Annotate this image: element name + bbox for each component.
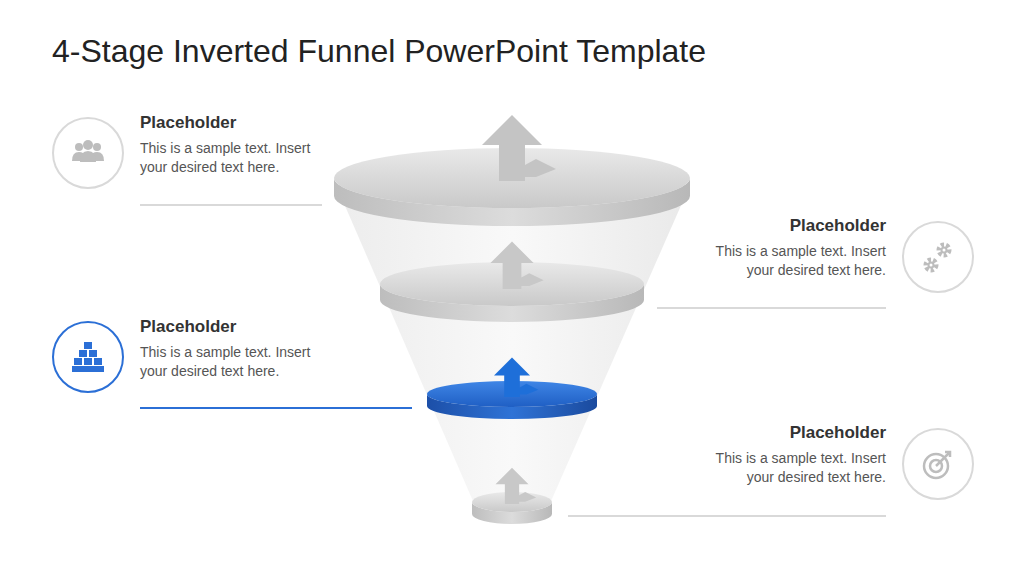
funnel-cone [336, 185, 690, 508]
placeholder-body: This is a sample text. Insert your desir… [686, 449, 886, 487]
leader-line [568, 515, 886, 517]
boxes-icon [89, 350, 97, 357]
placeholder-heading: Placeholder [686, 422, 886, 444]
target-icon [924, 452, 950, 478]
target-icon [936, 453, 949, 466]
leader-line [657, 307, 886, 309]
people-icon [80, 151, 96, 162]
gears-icon [926, 260, 936, 270]
leader-line [140, 204, 322, 206]
icon-circle [53, 322, 123, 392]
placeholder-body: This is a sample text. Insert your desir… [140, 139, 340, 177]
icon-circle [53, 118, 123, 188]
placeholder-body: This is a sample text. Insert your desir… [140, 343, 340, 381]
gears-icon [926, 245, 949, 270]
gears-icon [929, 263, 934, 268]
boxes-icon [84, 342, 92, 349]
target-icon [945, 452, 950, 457]
placeholder-heading: Placeholder [140, 112, 340, 134]
up-arrow [494, 357, 538, 397]
boxes-icon [79, 350, 87, 357]
up-arrow [490, 241, 543, 289]
text-block: PlaceholderThis is a sample text. Insert… [140, 112, 340, 177]
people-icon [75, 143, 83, 151]
placeholder-heading: Placeholder [140, 316, 340, 338]
text-block: PlaceholderThis is a sample text. Insert… [686, 422, 886, 487]
target-icon [924, 454, 948, 478]
boxes-icon [72, 342, 104, 372]
people-icon [83, 140, 93, 150]
icon-circle [903, 429, 973, 499]
boxes-icon [72, 366, 104, 372]
placeholder-heading: Placeholder [686, 215, 886, 237]
people-icon [93, 143, 101, 151]
leader-line [140, 407, 412, 409]
boxes-icon [94, 358, 102, 365]
boxes-icon [84, 358, 92, 365]
people-icon [72, 140, 104, 162]
gears-icon [939, 245, 949, 255]
placeholder-body: This is a sample text. Insert your desir… [686, 242, 886, 280]
gears-icon [942, 248, 947, 253]
up-arrow [496, 468, 537, 504]
up-arrow [482, 115, 556, 181]
slide-title: 4-Stage Inverted Funnel PowerPoint Templ… [52, 33, 706, 70]
text-block: PlaceholderThis is a sample text. Insert… [140, 316, 340, 381]
icon-circle [903, 222, 973, 292]
text-block: PlaceholderThis is a sample text. Insert… [686, 215, 886, 280]
boxes-icon [74, 358, 82, 365]
